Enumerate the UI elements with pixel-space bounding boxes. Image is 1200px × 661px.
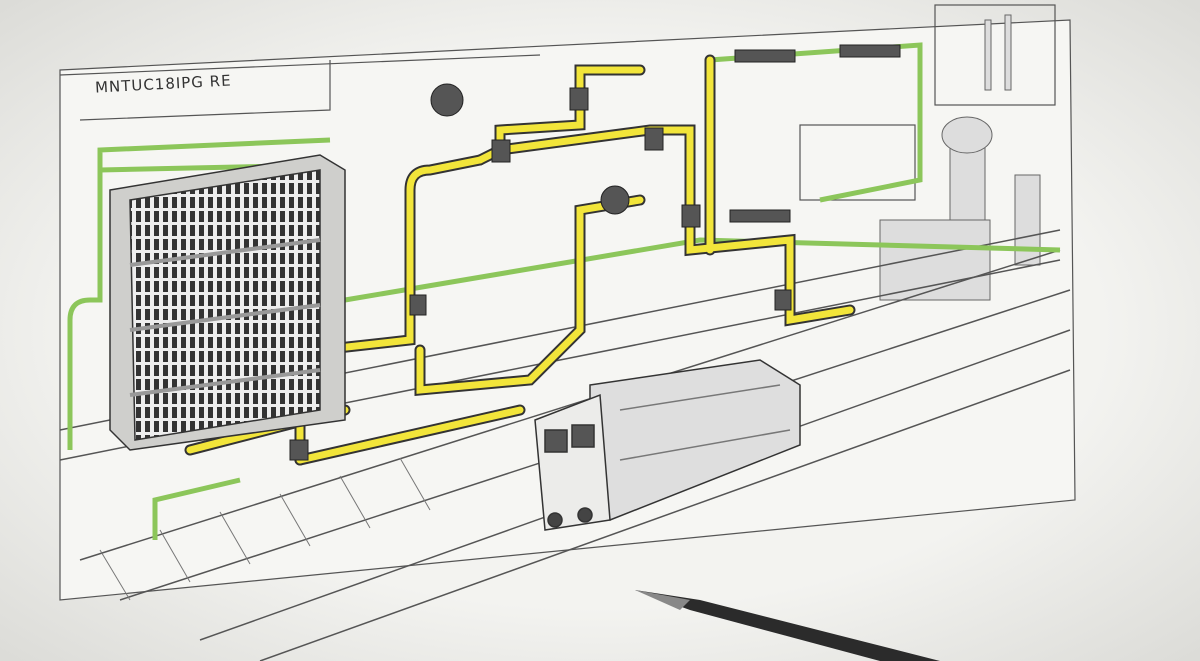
pencil [635,590,940,661]
valve-icons [289,44,901,461]
control-cabinet [109,154,346,451]
track-sleepers [99,457,431,601]
locomotive [534,359,801,531]
